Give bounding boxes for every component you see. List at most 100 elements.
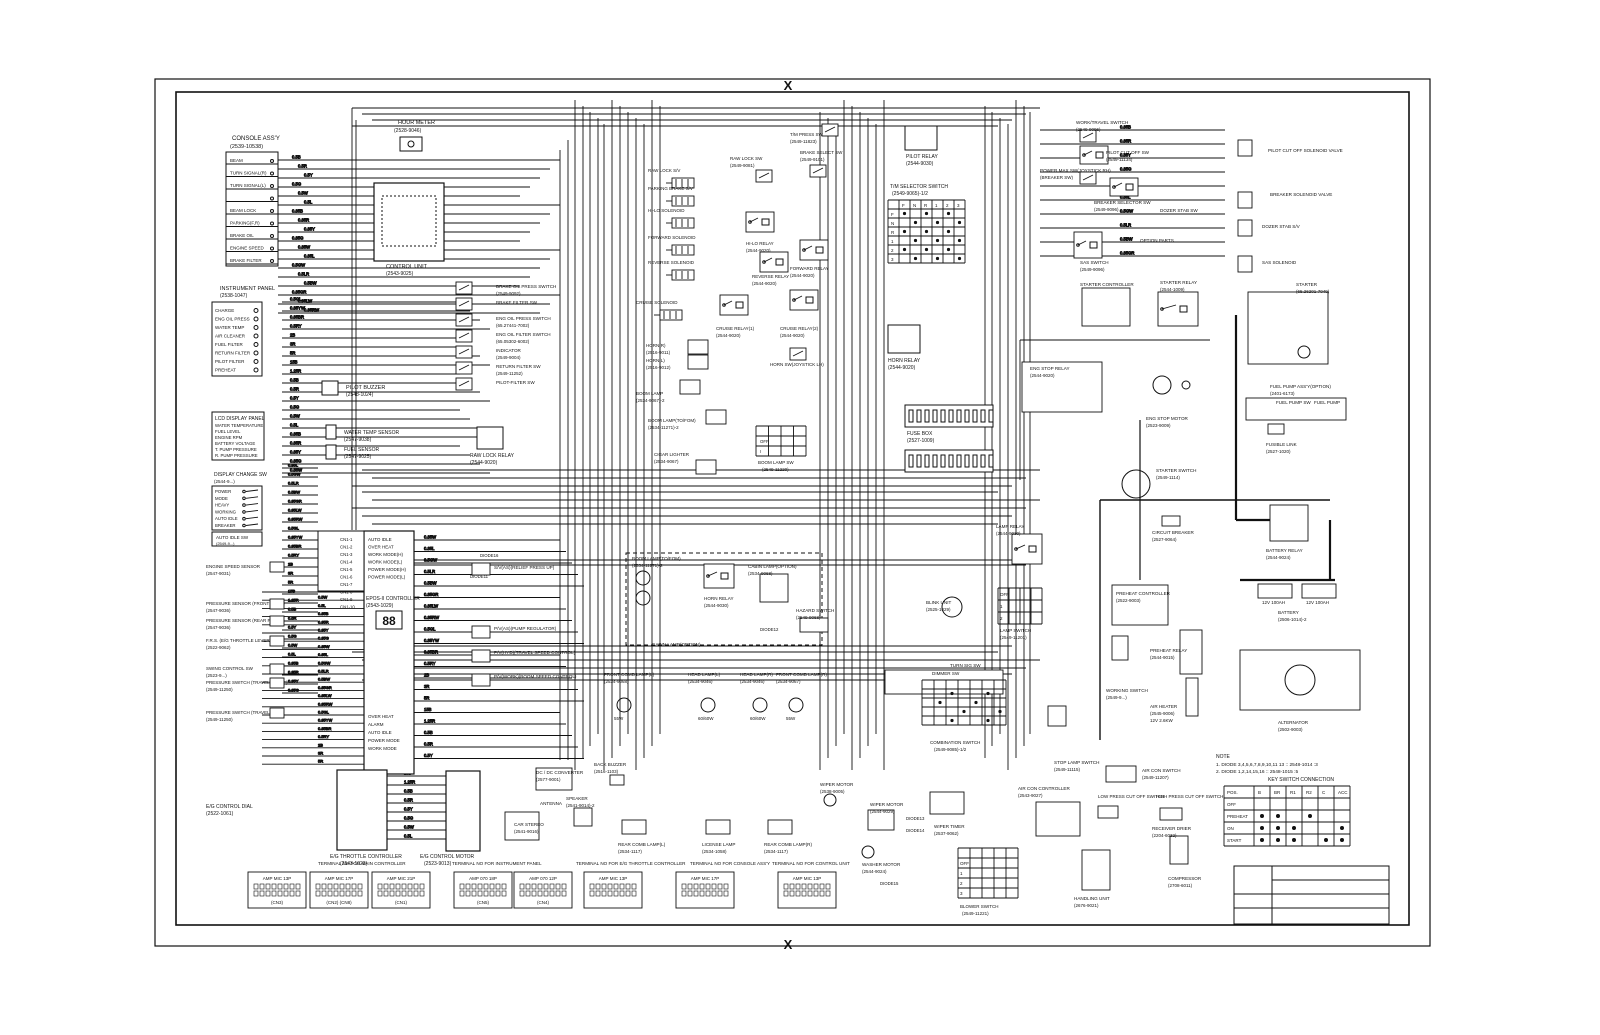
terminal-caption: TERMINAL NO FOR CONTROL UNIT [772,861,850,866]
console-row-label: BEAM LOCK [230,208,256,213]
pressure-switch-part: (2549-9092) [496,291,521,296]
wire-code: 0.5Y [424,753,433,758]
terminal-pin [619,890,625,897]
wire-code: 2B [424,673,429,678]
component-part: (2506-1014)-2 [1278,617,1307,622]
fuse [940,409,946,423]
component-part: (2544-9015) [1150,655,1175,660]
terminal-pin [389,883,395,890]
table-cell: OFF [760,439,769,444]
terminal-pin [601,883,607,890]
console-row-label: PARKING(F,R) [230,221,260,226]
controller-func: POWER MODE(L) [368,575,406,580]
console-row-label: TURN SIGNAL(L) [230,183,266,188]
terminal-pin [295,883,301,890]
component-name: CIGAR LIGHTER [654,452,690,457]
horn-relay-2-coil [720,572,729,580]
fuse [916,409,922,423]
component-name: LICENSE LAMP [702,842,735,847]
compressor-box [1169,835,1189,865]
component-name: STARTER CONTROLLER [1080,282,1134,287]
fuse-box-title: FUSE BOX [907,431,933,437]
component-part: (2516-9012) [646,365,671,370]
terminal-pin [711,883,717,890]
key-dot [1292,838,1296,842]
wire-code: 0.85L [424,546,435,551]
air-con-switch-box [1105,765,1137,783]
pressure-switch-part: (65.27441-7002) [496,323,530,328]
terminal-pin [801,883,807,890]
wire-code: 1.25R [424,719,435,724]
relay [719,294,749,316]
tm-col-label: R [924,203,928,208]
pressure-switch-name: INDICATOR [496,348,522,353]
component-part: (2549-9...) [1106,695,1127,700]
component-part: (2544-9020) [752,281,777,286]
instrument-lamp-icon [253,350,259,356]
tm-row-label: 2 [891,248,894,253]
terminal-pin [795,890,801,897]
controller-terminal: CN1-8 [340,590,353,595]
instrument-lamp-label: PILOT FILTER [215,359,245,364]
wire-code: 2B [290,333,295,338]
dimmer-sw-label: DIMMER SW [932,671,960,676]
sensor-name: F.R.S. (E/G THROTTLE LEVER) [206,638,272,643]
terminal-pin [351,883,357,890]
wire-code: 0.5LR [288,481,299,486]
component-name: BREAKER SOLENOID VALVE [1270,192,1332,197]
wire-code: 0.85R [1120,139,1131,144]
lamp-icon [788,697,804,713]
controller-terminal: CN1-10 [340,605,355,610]
component-name: PILOT CUT OFF SOLENOID VALVE [1268,148,1343,153]
terminal-pin [801,890,807,897]
terminal-pin [711,890,717,897]
controller-func: WORK MODE(L) [368,560,403,565]
component-name: BOOM LAMP(TO/FOM) [648,418,696,423]
wire-code: 0.5W [404,825,414,830]
component-name: BLINK UNIT [926,600,951,605]
terminal-pin [631,883,637,890]
blower-row-label: 3 [960,891,963,896]
display-change-pin [242,496,246,501]
fuel-sensor-title: FUEL SENSOR [344,447,379,453]
wire-code: 0.5Y [404,807,413,812]
console-pin [270,209,274,213]
sensor-box [269,677,285,689]
wire-code: 1.25R [290,369,301,374]
sensor-part: (2549-11250) [206,717,233,722]
fuse [916,454,922,468]
wire-code: 0.85GR [318,685,332,690]
terminal-pin [537,890,543,897]
relief-valve-box [471,562,491,576]
terminal-id: (CN3) [271,900,284,905]
terminal-pin [327,883,333,890]
pressure-switch-name: BRAKE OIL PRESS SWITCH [496,284,556,289]
component-name: ENG STOP MOTOR [1146,416,1189,421]
tm-row-label: 3 [891,257,894,262]
horn-relay-part: (2544-9020) [888,365,916,371]
terminal-pin [525,890,531,897]
component-part: (2544-9030) [704,603,729,608]
wire-code: 0.85W [290,468,302,473]
comb-dot [950,718,954,723]
terminal-pin [531,890,537,897]
component-name: WORKING SWITCH [1106,688,1148,693]
wire-code: 0.85R [288,670,299,675]
solenoid-name: HI-LO SOLENOID [648,208,685,213]
terminal-type: AMP MIC 17P [325,876,353,881]
tm-dot [935,256,940,261]
pressure-switch-part: (2549-9004) [496,355,521,360]
terminal-pin [813,890,819,897]
component-name: WIPER MOTOR [820,782,854,787]
wire-code: 0.85RW [304,308,319,313]
wire-code: 0.5LR [318,669,329,674]
component [679,379,701,395]
terminal-pin [345,883,351,890]
main-controller-display-value: 88 [382,614,396,628]
component-part: (2549-11823) [790,139,817,144]
terminal-pin [699,890,705,897]
hour-meter-box [399,136,423,152]
terminal-pin [819,890,825,897]
terminal-pin [525,883,531,890]
